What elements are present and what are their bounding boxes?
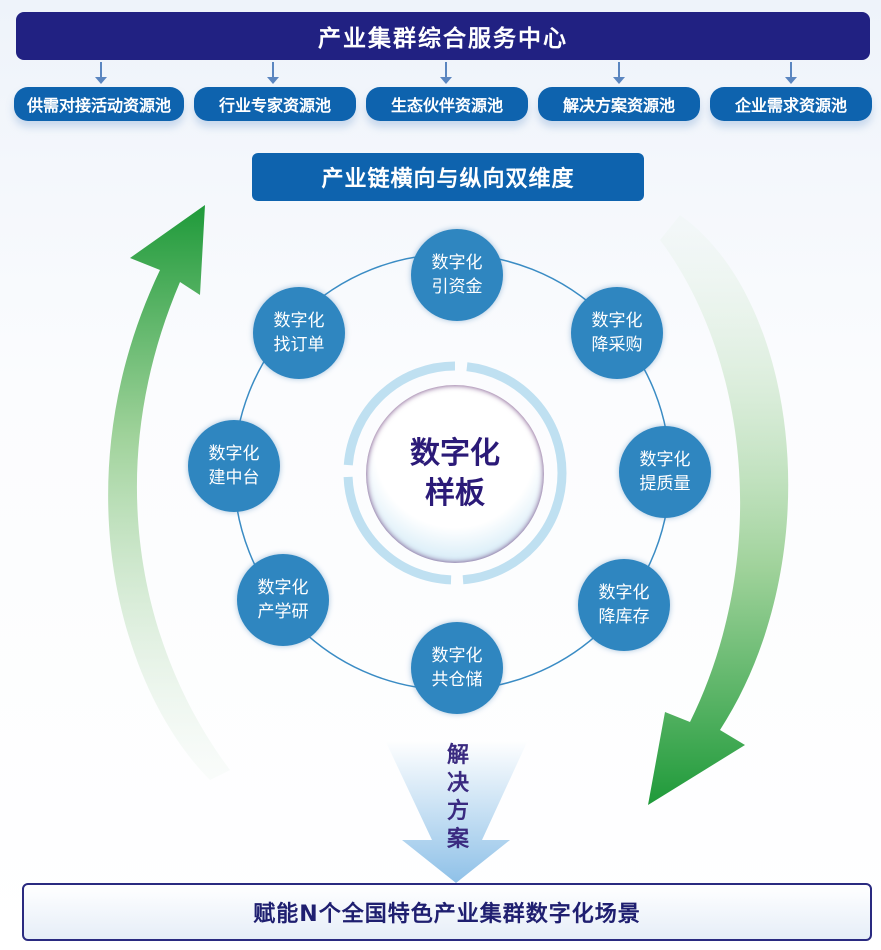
node-label: 建中台 [208,468,260,488]
pool-partners: 生态伙伴资源池 [366,87,528,121]
node-procurement: 数字化降采购 [571,287,663,379]
dimension-banner: 产业链横向与纵向双维度 [252,153,644,201]
node-inventory: 数字化降库存 [578,559,670,651]
node-label: 数字化 [273,311,325,331]
pool-supply-demand: 供需对接活动资源池 [14,87,184,121]
center-line1: 数字化 [410,436,500,471]
center-outer-ring [343,361,567,585]
left-cycle-arrow [108,205,230,780]
node-label: 数字化 [639,450,691,470]
node-label: 提质量 [639,474,691,494]
node-label: 共仓储 [431,670,483,690]
arrow-down-icon [613,62,625,84]
node-label: 数字化 [257,578,309,598]
arrow-down-icon [785,62,797,84]
right-cycle-arrow [648,215,789,805]
node-research: 数字化产学研 [237,554,329,646]
arrow-down-icon [440,62,452,84]
node-label: 数字化 [431,646,483,666]
node-label: 降采购 [591,335,643,355]
center-circle: 数字化 样板 [366,385,544,563]
node-orders: 数字化找订单 [253,287,345,379]
pool-solutions: 解决方案资源池 [538,87,700,121]
node-label: 降库存 [598,607,650,627]
bottom-banner: 赋能N个全国特色产业集群数字化场景 [22,883,872,941]
solution-funnel-arrow [385,740,528,883]
solution-label: 解决方案 [446,743,469,852]
arrow-down-icon [267,62,279,84]
node-label: 数字化 [591,311,643,331]
pool-demands: 企业需求资源池 [710,87,872,121]
node-warehouse: 数字化共仓储 [411,622,503,714]
node-label: 引资金 [431,277,483,297]
node-funding: 数字化引资金 [411,229,503,321]
node-label: 找订单 [273,335,325,355]
node-label: 产学研 [257,602,309,622]
node-label: 数字化 [598,583,650,603]
node-label: 数字化 [431,253,483,273]
node-platform: 数字化建中台 [188,420,280,512]
center-line2: 样板 [425,476,485,511]
node-label: 数字化 [208,444,260,464]
node-quality: 数字化提质量 [619,426,711,518]
service-center-title: 产业集群综合服务中心 [16,12,870,60]
arrow-down-icon [95,62,107,84]
pool-experts: 行业专家资源池 [194,87,356,121]
